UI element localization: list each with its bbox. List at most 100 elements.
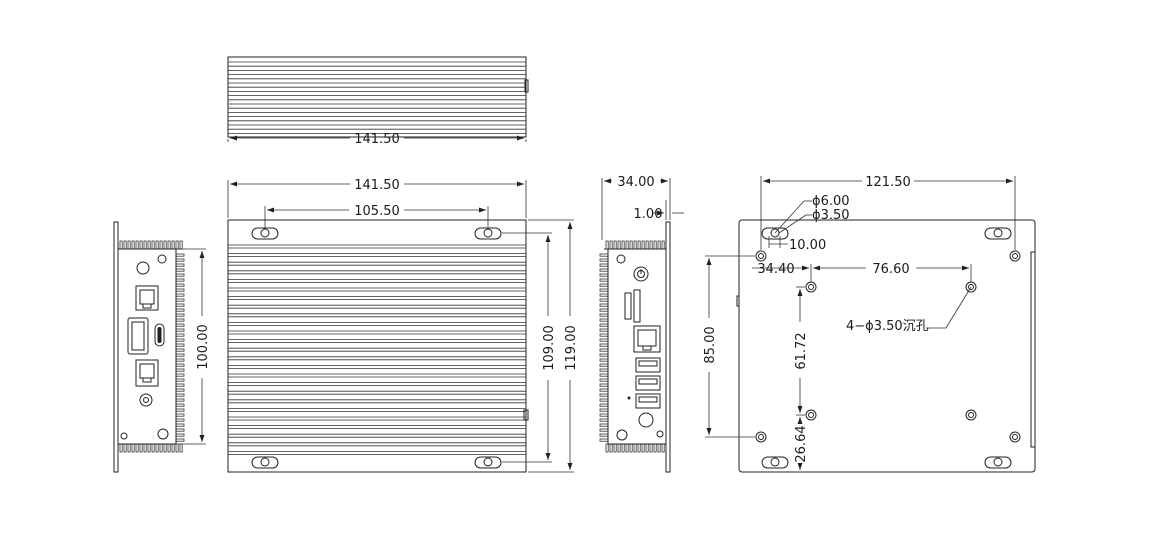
fin (641, 443, 645, 453)
fin (175, 363, 185, 367)
fin (599, 408, 609, 412)
fin (175, 338, 185, 342)
fin (599, 338, 609, 342)
fin (155, 443, 159, 453)
fin (175, 418, 185, 422)
fin (175, 438, 185, 442)
audio-jack-icon (638, 412, 654, 428)
fin (163, 240, 167, 250)
audio-jack-icon (139, 393, 153, 407)
fin (175, 383, 185, 387)
fin (175, 278, 185, 282)
usb-port-icon (635, 393, 661, 409)
countersunk-hole (805, 281, 817, 293)
fin (599, 283, 609, 287)
fin (143, 443, 147, 453)
fin (645, 443, 649, 453)
front-width-label: 141.50 (354, 178, 400, 193)
hole-spacing-label: 105.50 (354, 204, 400, 219)
fin (151, 240, 155, 250)
fin (599, 263, 609, 267)
keyhole-slot (474, 227, 502, 240)
fin (653, 240, 657, 250)
fin (175, 273, 185, 277)
left-view-bottom-fins (119, 443, 183, 453)
fin (599, 418, 609, 422)
fin (599, 398, 609, 402)
fin (599, 413, 609, 417)
fin (175, 313, 185, 317)
fin (637, 443, 641, 453)
fin (175, 288, 185, 292)
fin (629, 240, 633, 250)
dia-inner-label: ϕ3.50 (812, 208, 850, 223)
screw-icon (616, 429, 628, 441)
sd-card-slot-icon (624, 289, 641, 323)
fin (175, 268, 185, 272)
fin (175, 343, 185, 347)
fin (599, 428, 609, 432)
fin (175, 378, 185, 382)
fin (609, 240, 613, 250)
fin (175, 353, 185, 357)
fin (599, 363, 609, 367)
fin (599, 278, 609, 282)
fin (147, 443, 151, 453)
fin (599, 268, 609, 272)
fin (175, 298, 185, 302)
fin (175, 328, 185, 332)
fin (175, 308, 185, 312)
keyhole-slot (984, 227, 1012, 240)
fin (657, 240, 661, 250)
right-side-view: 34.00 1.00 (599, 175, 684, 473)
fin (599, 438, 609, 442)
top-view-fins (228, 61, 526, 134)
keyhole-slot (251, 456, 279, 469)
fin (179, 443, 183, 453)
left-view-top-fins (118, 240, 183, 250)
fin (621, 240, 625, 250)
fin (605, 443, 609, 453)
fin (175, 423, 185, 427)
fin (171, 443, 175, 453)
fin (135, 240, 139, 250)
offset-x-label: 34.40 (757, 262, 794, 277)
fin (605, 240, 609, 250)
fin (599, 403, 609, 407)
fin (159, 443, 163, 453)
fin (175, 388, 185, 392)
fin (175, 368, 185, 372)
mounting-hole (755, 250, 767, 262)
fin (599, 298, 609, 302)
screw-icon (136, 261, 150, 275)
fin (599, 313, 609, 317)
fin (175, 263, 185, 267)
fin (661, 240, 665, 250)
indicator-dot (627, 396, 631, 400)
fin (127, 443, 131, 453)
usb-port-icon (635, 357, 661, 373)
bottom-height-label: 85.00 (703, 326, 718, 363)
fin (599, 308, 609, 312)
fin (637, 240, 641, 250)
front-view-fins (228, 244, 526, 455)
usb-c-port-icon (154, 323, 165, 347)
fin (599, 333, 609, 337)
fin (179, 240, 183, 250)
fin (175, 428, 185, 432)
led-icon (120, 432, 128, 440)
fin (167, 240, 171, 250)
fin (175, 318, 185, 322)
fin (175, 403, 185, 407)
fin (599, 368, 609, 372)
fin (649, 443, 653, 453)
fin (151, 443, 155, 453)
fin (175, 433, 185, 437)
fin (599, 303, 609, 307)
screw-icon (616, 254, 626, 264)
fin (617, 240, 621, 250)
screw-icon (157, 428, 169, 440)
fin (609, 443, 613, 453)
keyhole-slot (984, 456, 1012, 469)
